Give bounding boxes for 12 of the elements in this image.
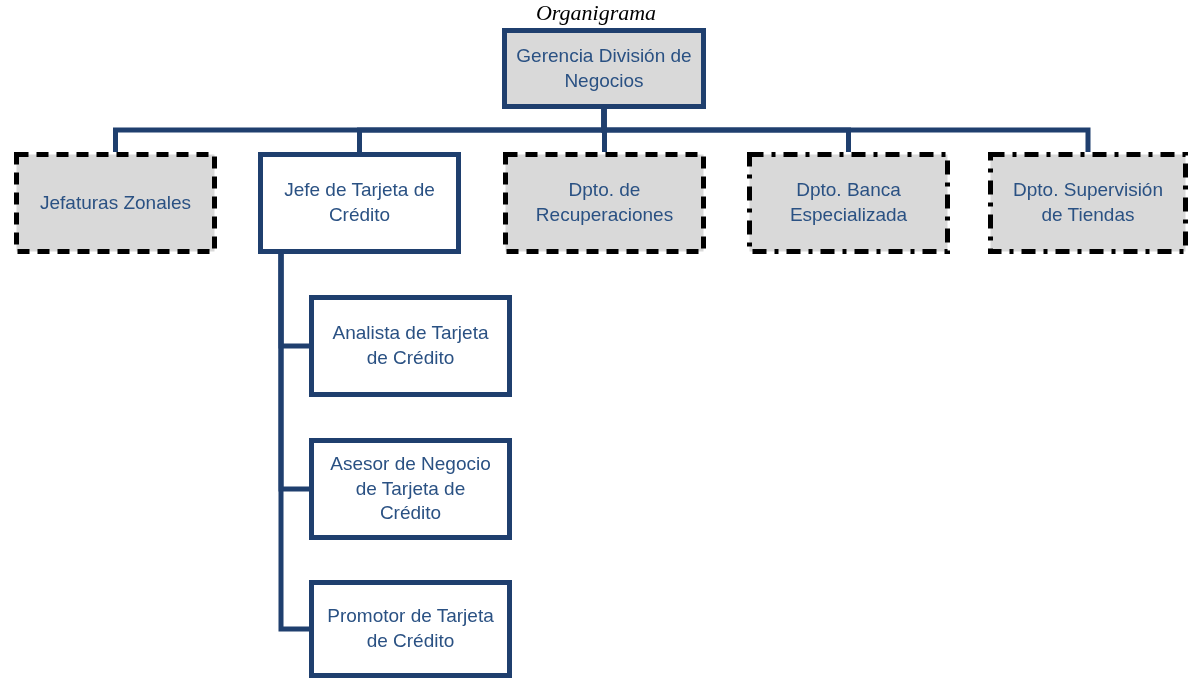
org-box: Dpto. de Recuperaciones xyxy=(503,152,706,254)
connector-line xyxy=(601,109,1091,152)
org-box: Gerencia División de Negocios xyxy=(502,28,706,109)
org-box: Asesor de Negocio de Tarjeta de Crédito xyxy=(309,438,512,540)
connector-line xyxy=(278,254,309,632)
org-box: Jefaturas Zonales xyxy=(14,152,217,254)
title: Organigrama xyxy=(534,0,658,26)
org-box: Analista de Tarjeta de Crédito xyxy=(309,295,512,397)
org-box: Promotor de Tarjeta de Crédito xyxy=(309,580,512,678)
org-box: Dpto. Banca Especializada xyxy=(747,152,950,254)
org-box: Dpto. Supervisión de Tiendas xyxy=(988,152,1188,254)
org-box: Jefe de Tarjeta de Crédito xyxy=(258,152,461,254)
